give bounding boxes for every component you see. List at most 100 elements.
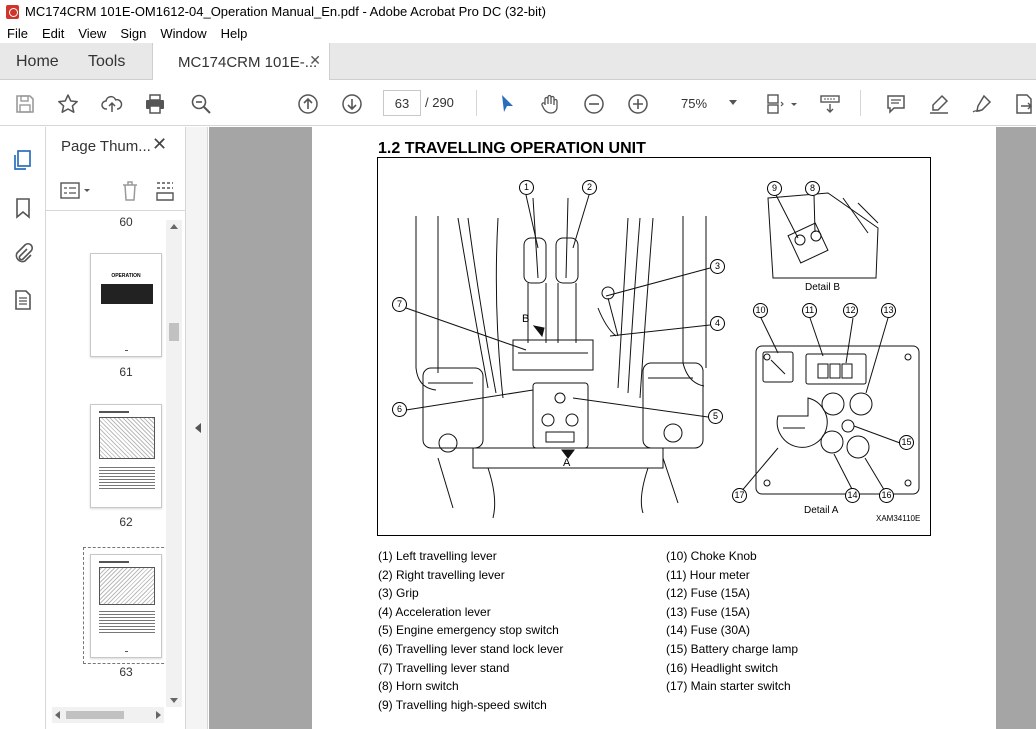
scroll-mode-icon[interactable] xyxy=(818,92,842,116)
thumbnail-heading: OPERATION xyxy=(111,273,141,279)
callout-5: 5 xyxy=(708,409,723,424)
thumbnail-figure-image xyxy=(99,417,155,459)
scroll-right-icon[interactable] xyxy=(156,711,161,719)
tab-document-label: MC174CRM 101E-... xyxy=(178,53,318,71)
save-icon[interactable] xyxy=(13,92,37,116)
thumbnail-table-image xyxy=(101,284,153,304)
highlight-pen-icon[interactable] xyxy=(927,92,951,116)
tab-tools[interactable]: Tools xyxy=(88,52,126,70)
tab-home[interactable]: Home xyxy=(16,52,59,70)
legend-item: (3) Grip xyxy=(378,586,419,601)
scroll-up-icon[interactable] xyxy=(170,224,178,229)
page-total: / 290 xyxy=(425,95,454,110)
next-page-icon[interactable] xyxy=(340,92,364,116)
toolbar-divider xyxy=(476,90,477,116)
extract-pages-icon[interactable] xyxy=(154,180,176,202)
toolbar-divider xyxy=(860,90,861,116)
delete-trash-icon[interactable] xyxy=(120,180,140,202)
export-pdf-icon[interactable] xyxy=(1012,92,1036,116)
zoom-level-dropdown[interactable]: 75% xyxy=(663,90,743,116)
menu-sign[interactable]: Sign xyxy=(120,25,147,41)
line-drawing xyxy=(405,192,920,519)
scroll-thumb[interactable] xyxy=(66,711,124,719)
callout-14: 14 xyxy=(845,488,860,503)
thumbnail-page-number: 63 xyxy=(119,665,133,679)
close-tab-icon[interactable]: ✕ xyxy=(309,52,321,68)
page-fit-dropdown-icon[interactable] xyxy=(789,92,799,116)
thumbnail-page-63-current[interactable] xyxy=(90,554,162,658)
document-properties-icon[interactable] xyxy=(12,289,34,311)
thumbnail-page-62[interactable] xyxy=(90,404,162,508)
legend-item: (9) Travelling high-speed switch xyxy=(378,697,547,712)
panel-collapse-handle[interactable] xyxy=(186,127,208,729)
menu-window[interactable]: Window xyxy=(160,25,207,41)
legend-item: (14) Fuse (30A) xyxy=(666,623,751,638)
comment-icon[interactable] xyxy=(884,92,908,116)
close-panel-icon[interactable]: ✕ xyxy=(152,134,168,154)
left-tool-rail xyxy=(0,127,46,729)
legend-item: (6) Travelling lever stand lock lever xyxy=(378,641,564,656)
thumbnail-options-menu[interactable] xyxy=(60,181,94,201)
callout-15: 15 xyxy=(899,435,914,450)
legend-item: (12) Fuse (15A) xyxy=(666,586,751,601)
previous-page-icon[interactable] xyxy=(296,92,320,116)
callout-9: 9 xyxy=(767,181,782,196)
callout-10: 10 xyxy=(753,303,768,318)
legend-item: (8) Horn switch xyxy=(378,679,459,694)
thumbnail-figure-image xyxy=(99,567,155,605)
section-title: 1.2 TRAVELLING OPERATION UNIT xyxy=(378,140,646,157)
acrobat-app-icon xyxy=(6,4,19,19)
menu-file[interactable]: File xyxy=(7,25,28,41)
window-title: MC174CRM 101E-OM1612-04_Operation Manual… xyxy=(25,4,546,19)
legend-item: (5) Engine emergency stop switch xyxy=(378,623,559,638)
callout-16: 16 xyxy=(879,488,894,503)
zoom-out-icon[interactable] xyxy=(582,92,606,116)
page-fit-icon[interactable] xyxy=(763,92,787,116)
chevron-left-icon xyxy=(195,423,201,433)
thumbnail-page-61[interactable]: OPERATION xyxy=(90,253,162,357)
legend-item: (15) Battery charge lamp xyxy=(666,641,799,656)
figure-travelling-operation-unit: 1 2 3 4 5 6 7 8 9 10 11 12 13 14 15 16 1… xyxy=(377,157,931,536)
callout-4: 4 xyxy=(710,316,725,331)
menu-edit[interactable]: Edit xyxy=(41,25,65,41)
figure-code: XAM34110E xyxy=(876,514,921,523)
menu-bar: File Edit View Sign Window Help xyxy=(0,23,1036,43)
toolbar: 63 / 290 75% xyxy=(0,80,1036,126)
draw-sign-icon[interactable] xyxy=(970,92,994,116)
page-thumbnails-icon[interactable] xyxy=(12,149,34,171)
thumbnail-text-lines xyxy=(99,465,155,491)
callout-11: 11 xyxy=(802,303,817,318)
thumbnail-vertical-scrollbar[interactable] xyxy=(166,220,182,707)
menu-help[interactable]: Help xyxy=(220,25,248,41)
callout-2: 2 xyxy=(582,180,597,195)
scroll-thumb[interactable] xyxy=(169,323,179,341)
zoom-in-icon[interactable] xyxy=(626,92,650,116)
thumbnail-page-number: 60 xyxy=(119,215,133,229)
detail-b-caption: Detail B xyxy=(805,282,841,293)
label-a: A xyxy=(563,457,571,469)
document-viewport[interactable]: 1.2 TRAVELLING OPERATION UNIT xyxy=(209,127,1036,729)
scroll-left-icon[interactable] xyxy=(55,711,60,719)
legend-item: (2) Right travelling lever xyxy=(378,567,505,582)
legend-item: (16) Headlight switch xyxy=(666,660,779,675)
legend-item: (1) Left travelling lever xyxy=(378,549,497,563)
select-cursor-icon[interactable] xyxy=(495,92,519,116)
bookmarks-icon[interactable] xyxy=(12,197,34,219)
callout-3: 3 xyxy=(710,259,725,274)
page-number-input[interactable]: 63 xyxy=(383,90,421,116)
menu-view[interactable]: View xyxy=(78,25,107,41)
attachments-paperclip-icon[interactable] xyxy=(12,242,34,264)
legend-right-column: (10) Choke Knob (11) Hour meter (12) Fus… xyxy=(666,547,798,696)
thumbnail-horizontal-scrollbar[interactable] xyxy=(52,707,164,723)
label-b: B xyxy=(522,313,530,325)
callout-17: 17 xyxy=(732,488,747,503)
print-icon[interactable] xyxy=(143,92,167,116)
tab-bar: Home Tools MC174CRM 101E-... ✕ xyxy=(0,43,1036,81)
upload-cloud-icon[interactable] xyxy=(100,92,124,116)
tab-document[interactable]: MC174CRM 101E-... ✕ xyxy=(152,43,330,81)
zoom-search-icon[interactable] xyxy=(189,92,213,116)
hand-tool-icon[interactable] xyxy=(538,92,562,116)
star-bookmark-icon[interactable] xyxy=(56,92,80,116)
scroll-down-icon[interactable] xyxy=(170,698,178,703)
callout-7: 7 xyxy=(392,297,407,312)
